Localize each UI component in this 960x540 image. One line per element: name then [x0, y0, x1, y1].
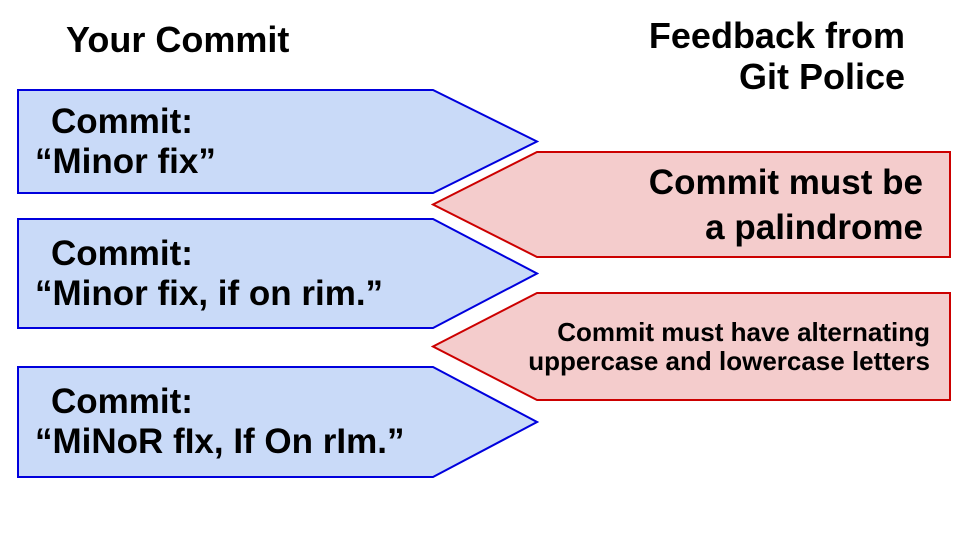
right-column-title-line1: Feedback from	[648, 15, 905, 56]
commit-3-label: Commit:	[51, 382, 193, 421]
commit-3-text: Commit: “MiNoR fIx, If On rIm.”	[35, 367, 505, 477]
left-arrow-shape	[431, 151, 951, 258]
commit-arrow-3	[16, 365, 539, 479]
right-arrow-shape	[17, 366, 539, 478]
commit-3-message: “MiNoR fIx, If On rIm.”	[35, 422, 405, 461]
commit-2-text: Commit: “Minor fix, if on rim.”	[35, 219, 505, 328]
left-arrow-shape	[431, 292, 951, 401]
commit-arrow-2	[16, 217, 539, 330]
commit-arrow-1	[16, 88, 539, 195]
feedback-1-line1: Commit must be	[648, 162, 923, 202]
left-column-title: Your Commit	[66, 19, 290, 60]
feedback-2-line2: uppercase and lowercase letters	[528, 345, 930, 376]
feedback-arrow-1	[431, 150, 952, 259]
right-arrow-shape	[17, 218, 539, 329]
feedback-1-line2: a palindrome	[705, 207, 923, 247]
feedback-1-text: Commit must be a palindrome	[503, 152, 923, 257]
right-arrow-shape	[17, 89, 539, 194]
commit-2-message: “Minor fix, if on rim.”	[35, 273, 384, 313]
commit-1-message: “Minor fix”	[35, 141, 216, 181]
commit-2-label: Commit:	[51, 233, 193, 273]
commit-1-text: Commit: “Minor fix”	[35, 90, 505, 193]
right-column-title-line2: Git Police	[738, 56, 905, 97]
feedback-arrow-2	[431, 291, 952, 402]
right-column-title: Feedback from Git Police	[649, 15, 905, 97]
commit-1-label: Commit:	[51, 101, 193, 141]
feedback-2-text: Commit must have alternating uppercase a…	[480, 293, 930, 400]
feedback-2-line1: Commit must have alternating	[557, 316, 930, 347]
